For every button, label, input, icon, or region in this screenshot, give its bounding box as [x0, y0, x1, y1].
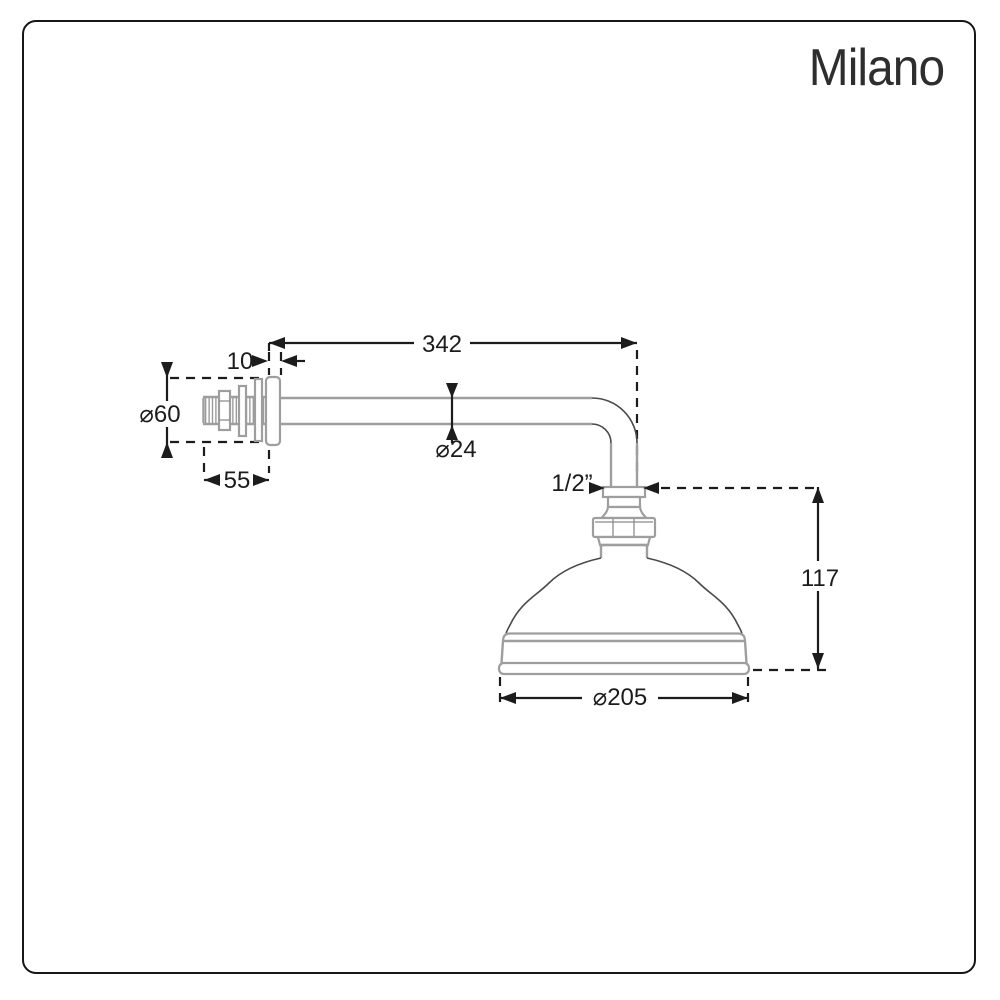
dim-label-wall-projection: 55 — [224, 467, 251, 494]
dim-label-connection-thread: 1/2” — [551, 470, 592, 497]
connector-neck — [606, 495, 642, 509]
thread-hatch — [246, 398, 255, 423]
arrow-arm-diameter-top — [446, 383, 458, 398]
shower-head — [497, 557, 751, 676]
thread-hatch — [230, 398, 240, 423]
arrow-head-diameter-right — [732, 692, 748, 704]
head-band-bead — [501, 632, 747, 642]
arrow-head-diameter-left — [500, 692, 516, 704]
wall-fitting — [202, 375, 282, 447]
fitting-washer — [253, 377, 264, 443]
arrow-flange-diameter-bottom — [161, 442, 173, 458]
extension-lines — [170, 350, 826, 706]
arrow-arm-length-right — [621, 337, 637, 349]
arrow-flange-diameter-top — [161, 362, 173, 378]
arm-bend-inner — [591, 423, 612, 444]
arrow-flange-thickness-right — [281, 355, 297, 367]
wall-flange — [264, 375, 282, 447]
dim-label-flange-thickness: 10 — [227, 348, 254, 375]
bell-right-contour — [646, 557, 743, 635]
page-border — [22, 20, 976, 974]
arrow-head-height-top — [812, 487, 824, 503]
arrow-arm-diameter-bottom — [446, 425, 458, 440]
dim-label-arm-length: 342 — [422, 331, 462, 358]
fitting-washer — [237, 384, 248, 438]
head-rim — [497, 661, 751, 676]
shower-arm — [280, 396, 639, 487]
bell-left-contour — [505, 557, 602, 635]
fitting-hex-nut — [217, 389, 232, 432]
dim-label-flange-diameter: ⌀60 — [139, 401, 180, 428]
dimension-arrows — [161, 337, 824, 704]
dimension-labels: 342 10 ⌀60 55 ⌀24 1/2” 117 ⌀205 — [139, 331, 839, 711]
arrow-flange-thickness-left — [252, 355, 268, 367]
arm-bend-outer — [591, 397, 638, 444]
thread-hatch — [262, 398, 266, 423]
connector-flare — [599, 505, 650, 520]
connector-collar — [601, 485, 647, 499]
head-connector — [591, 485, 657, 558]
label-backplates — [141, 330, 842, 710]
dim-label-head-height: 117 — [801, 565, 839, 592]
dim-label-head-diameter: ⌀205 — [593, 684, 648, 711]
arrow-wall-projection-left — [204, 474, 220, 486]
dim-label-arm-diameter: ⌀24 — [435, 436, 476, 463]
arrow-connection-right — [643, 482, 659, 494]
arrow-head-height-bottom — [812, 653, 824, 669]
arrow-connection-left — [589, 482, 605, 494]
thread-hatch — [205, 398, 219, 423]
head-hex-nut — [591, 516, 657, 539]
arrow-wall-projection-right — [253, 474, 269, 486]
arrow-arm-length-left — [269, 337, 285, 349]
brand-logo: Milano — [808, 39, 945, 97]
